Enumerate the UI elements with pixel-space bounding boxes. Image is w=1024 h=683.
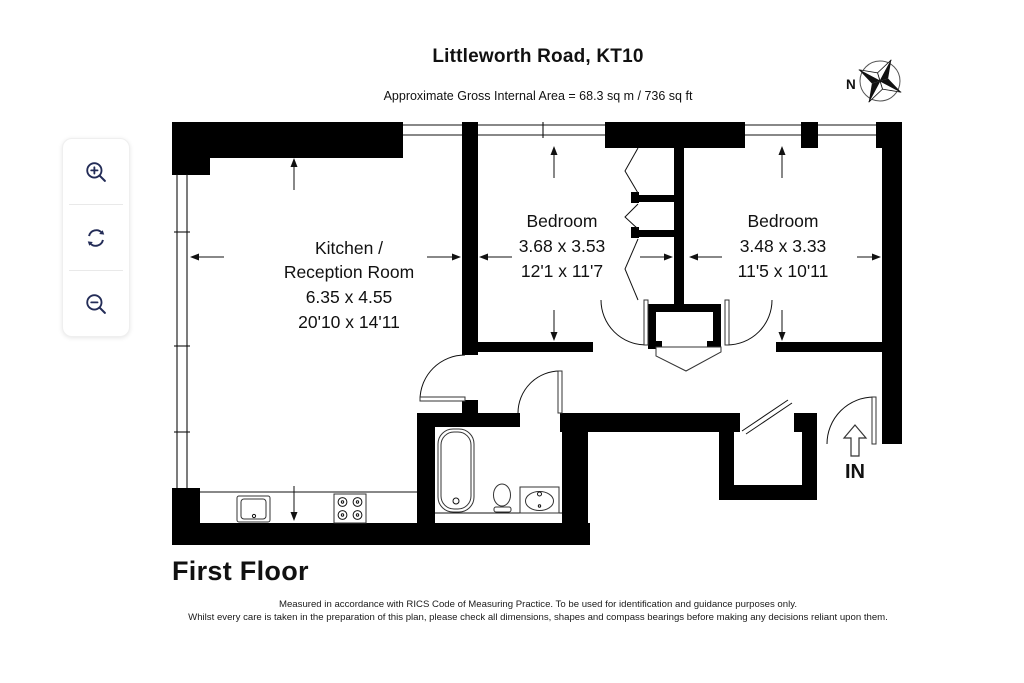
bathroom-door-leaf <box>557 370 563 414</box>
entrance-cupboard-door <box>741 399 789 432</box>
windows <box>174 122 876 488</box>
kitchen-door-leaf <box>419 396 466 402</box>
room-size-imperial: 12'1 x 11'7 <box>521 261 603 281</box>
zoom-in-button[interactable] <box>63 139 129 204</box>
bathroom-fixtures <box>435 428 562 514</box>
compass-rose: N <box>846 59 902 103</box>
hall-cupboard-door <box>655 346 722 372</box>
floorplan-toolbar <box>62 138 130 337</box>
kitchen-fixtures <box>200 491 417 524</box>
disclaimer: Measured in accordance with RICS Code of… <box>132 598 944 624</box>
doors <box>419 147 877 445</box>
magnifier-plus-icon <box>86 161 106 182</box>
bedroom1-door-leaf <box>643 299 649 346</box>
room-label-bedroom-1: Bedroom 3.68 x 3.53 12'1 x 11'7 <box>519 211 606 281</box>
plan-title: Littleworth Road, KT10 <box>432 46 644 67</box>
disclaimer-line-1: Measured in accordance with RICS Code of… <box>278 599 797 610</box>
bifold-door <box>624 203 639 230</box>
room-size-metric: 3.48 x 3.33 <box>740 236 827 256</box>
toolbar-divider <box>69 204 123 205</box>
disclaimer-line-2: Whilst every care is taken in the prepar… <box>188 612 888 623</box>
rotate-button[interactable] <box>63 205 129 270</box>
dimension-arrows <box>190 146 881 521</box>
room-size-metric: 6.35 x 4.55 <box>306 287 393 307</box>
floor-label: First Floor <box>172 556 309 586</box>
room-name: Bedroom <box>747 211 818 231</box>
room-size-imperial: 20'10 x 14'11 <box>298 312 400 332</box>
magnifier-minus-icon <box>86 293 106 314</box>
wall-openings <box>656 312 802 485</box>
compass-north-label: N <box>846 77 856 92</box>
entrance-label: IN <box>845 461 865 483</box>
bifold-door <box>624 238 639 301</box>
toolbar-divider <box>69 270 123 271</box>
room-label-kitchen-reception: Kitchen / Reception Room 6.35 x 4.55 20'… <box>284 238 414 332</box>
rotate-icon <box>87 228 105 247</box>
hob <box>333 493 367 524</box>
entrance-marker: IN <box>842 424 868 483</box>
floorplan-canvas[interactable]: Kitchen / Reception Room 6.35 x 4.55 20'… <box>172 114 904 546</box>
plan-area-subtitle: Approximate Gross Internal Area = 68.3 s… <box>383 89 693 103</box>
compass-star <box>858 59 902 103</box>
room-name: Bedroom <box>526 211 597 231</box>
front-door-leaf <box>871 396 877 445</box>
bedroom2-door-leaf <box>724 299 730 346</box>
room-label-bedroom-2: Bedroom 3.48 x 3.33 11'5 x 10'11 <box>738 211 829 281</box>
room-name: Reception Room <box>284 262 414 282</box>
zoom-out-button[interactable] <box>63 271 129 336</box>
room-size-imperial: 11'5 x 10'11 <box>738 261 829 281</box>
entrance-arrow-icon <box>842 424 868 457</box>
bifold-door <box>624 147 639 194</box>
room-name: Kitchen / <box>315 238 383 258</box>
toilet <box>493 483 511 507</box>
room-size-metric: 3.68 x 3.53 <box>519 236 606 256</box>
